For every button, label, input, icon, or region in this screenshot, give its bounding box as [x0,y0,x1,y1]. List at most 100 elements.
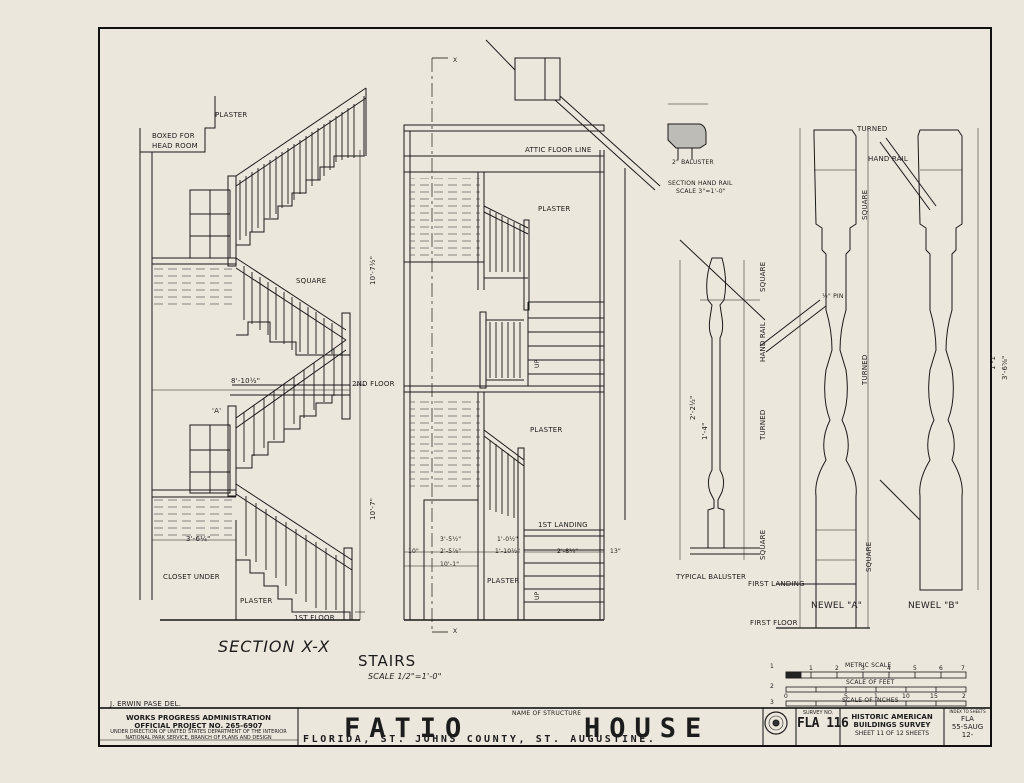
agency-line-3: UNDER DIRECTION OF UNITED STATES DEPARTM… [110,729,287,736]
survey-name-block: HISTORIC AMERICAN BUILDINGS SURVEY SHEET… [841,713,943,738]
label-2nd-floor: 2ND FLOOR [352,380,395,388]
label-first-floor: FIRST FLOOR [750,619,798,627]
feet-tick: 0 [784,693,789,700]
scale-bars [785,671,967,707]
metric-tick: 5 [913,665,918,672]
label-turned-newel-top: TURNED [857,125,888,133]
label-newel-b: NEWEL "B" [908,601,960,611]
newel-a-drawing [759,128,870,629]
stairs-section-drawing [403,39,661,633]
park-service-seal [764,711,788,735]
survey-name-2: BUILDINGS SURVEY [853,721,931,730]
index-3: 12- [961,730,974,739]
index-block: INDEX TO SHEETS FLA 55-SAUG 12- [945,709,990,739]
feet-scale-label: SCALE OF FEET [846,679,895,686]
agency-line-4: NATIONAL PARK SERVICE, BRANCH OF PLANS A… [125,734,272,741]
inch-tick: 10 [902,693,911,700]
newel-b-drawing [879,128,979,591]
inch-tick: 5 [844,693,849,700]
structure-name-2: HOUSE [584,713,711,744]
label-first-landing: FIRST LANDING [748,580,805,588]
section-title: SECTION X-X [218,637,331,656]
dim-2-2: 2'-2½" [689,395,697,420]
label-a: 'A' [212,407,222,415]
dim-10-1: 10'-1" [440,561,460,568]
dim-2-5: 2'-5⅞" [440,548,462,555]
inch-tick: 15 [930,693,939,700]
agency-block: WORKS PROGRESS ADMINISTRATION OFFICIAL P… [100,714,297,742]
scale-row-1: 1 [770,663,775,670]
dim-3-6: 3'-6¼" [186,535,211,543]
label-1st-landing: 1ST LANDING [538,521,588,529]
section-marker-x-bottom: X [453,628,458,635]
name-of-structure-label: NAME OF STRUCTURE [512,710,582,717]
dim-10-7-upper: 10'-7½" [369,255,377,285]
label-plaster: PLASTER [215,111,248,119]
label-newel-a: NEWEL "A" [811,601,863,611]
stairs-scale: SCALE 1/2"=1'-0" [368,672,442,681]
dim-3-6b: 3'-6⅝" [1001,355,1009,380]
metric-tick: 1 [809,665,814,672]
label-head-room: HEAD ROOM [152,142,198,150]
label-turned-newel: TURNED [861,354,869,385]
label-square: SQUARE [296,277,327,285]
section-x-x-drawing [139,87,367,621]
feet-tick: 2 [962,693,967,700]
label-baluster-2in: 2" BALUSTER [672,159,714,166]
section-marker-x-top: X [453,57,458,64]
label-turned-baluster: TURNED [759,409,767,440]
dim-10: 10" [408,548,419,555]
balusters-middle [489,210,521,518]
survey-no: FLA 116 [797,715,849,731]
metric-tick: 6 [939,665,944,672]
hand-rail-section [667,103,708,160]
structure-name-1: FATIO [344,713,471,744]
label-plaster-5: PLASTER [487,577,520,585]
label-closet-under: CLOSET UNDER [163,573,220,581]
label-1st-floor: 1ST FLOOR [294,614,335,622]
dim-10-7-lower: 10'-7" [369,497,377,520]
label-up-upper: UP [534,359,541,368]
dim-1-10: 1'-10½" [495,548,521,555]
metric-tick: 7 [961,665,966,672]
index-2: 55-SAUG [951,722,984,731]
agency-line-2: OFFICIAL PROJECT NO. 265-6907 [134,722,263,731]
label-plaster-2: PLASTER [240,597,273,605]
index-label: INDEX TO SHEETS [949,709,986,714]
metric-tick: 4 [887,665,892,672]
dim-1-1: 1'-1" [989,352,997,370]
balusters-left [239,104,355,610]
dim-3-5: 3'-5½" [440,536,462,543]
label-plaster-3: PLASTER [538,205,571,213]
structure-location: FLORIDA, ST. JOHNS COUNTY, ST. AUGUSTINE… [303,734,657,745]
dim-1-0: 1'-0½" [497,536,519,543]
label-square-baluster-top: SQUARE [759,261,767,292]
delineator: J. ERWIN PASE DEL. [110,700,182,708]
agency-line-1: WORKS PROGRESS ADMINISTRATION [125,714,272,722]
inches-scale-label: SCALE OF INCHES [842,697,899,704]
label-hand-rail-2: HAND RAIL [868,155,909,163]
survey-no-label: SURVEY NO. [802,710,834,716]
label-pin: ½" PIN [822,293,844,300]
survey-name-1: HISTORIC AMERICAN [851,713,933,721]
label-section-hand-rail: SECTION HAND RAIL [668,180,733,187]
label-hand-rail-scale: SCALE 3"=1'-0" [676,188,726,195]
sheet-number: SHEET 11 OF 12 SHEETS [854,730,929,738]
label-square-newel-bottom: SQUARE [865,541,873,572]
label-plaster-4: PLASTER [530,426,563,434]
label-square-newel-top: SQUARE [861,189,869,220]
label-square-baluster-bottom: SQUARE [759,529,767,560]
dim-2-8: 2'-8¼" [557,548,579,555]
title-block-frame [98,707,992,747]
dim-13: 13" [610,548,621,555]
scale-row-3: 3 [770,699,775,706]
feet-tick: 1 [874,693,879,700]
survey-no-block: SURVEY NO. FLA 116 [797,710,849,732]
label-hand-rail-1: HAND RAIL [759,321,767,362]
typical-baluster-drawing [679,239,766,560]
label-typical-baluster: TYPICAL BALUSTER [676,573,747,581]
label-boxed-for: BOXED FOR [152,132,195,140]
metric-tick: 2 [835,665,840,672]
metric-scale-label: METRIC SCALE [845,662,892,669]
